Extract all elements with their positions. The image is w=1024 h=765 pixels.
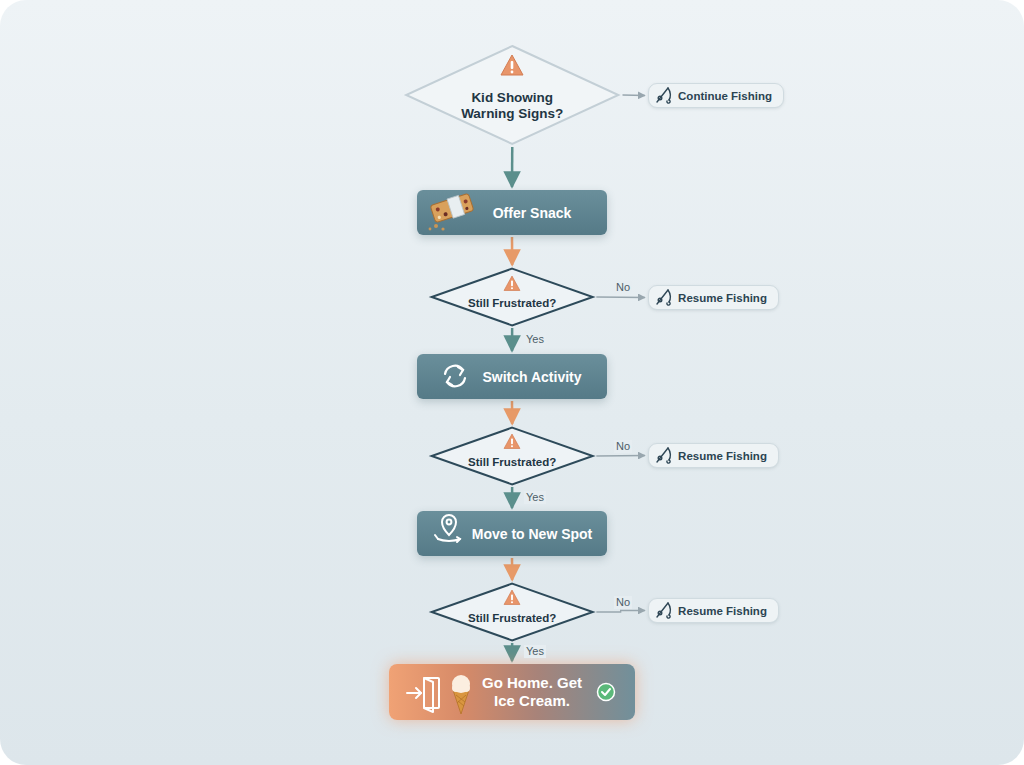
flow-arrow xyxy=(511,237,514,265)
node-text: Switch Activity xyxy=(482,369,581,385)
process-box: Switch Activity xyxy=(417,354,607,399)
exit-door-icon xyxy=(407,678,439,712)
fishing-rod-icon xyxy=(657,290,670,305)
node-text: Still Frustrated? xyxy=(468,297,556,309)
terminal-box: Go Home. Get Ice Cream. xyxy=(389,664,635,720)
edge-label: No xyxy=(614,596,632,609)
node-text: Resume Fishing xyxy=(678,450,767,462)
refresh-icon xyxy=(445,366,465,386)
decision-diamond: Still Frustrated? xyxy=(430,427,594,485)
edge-label: No xyxy=(614,281,632,294)
crumbs xyxy=(429,224,445,231)
fishing-rod-icon xyxy=(657,448,670,463)
flow-arrow xyxy=(511,328,514,351)
node-text: Offer Snack xyxy=(493,205,572,221)
node-text: Still Frustrated? xyxy=(468,456,556,468)
outcome-pill: Resume Fishing xyxy=(648,443,779,468)
snack-icon xyxy=(430,192,474,223)
fishing-rod-icon xyxy=(657,603,670,618)
fishing-rod-icon xyxy=(657,88,670,103)
node-text: Kid Showing Warning Signs? xyxy=(453,90,571,122)
node-text: Still Frustrated? xyxy=(468,612,556,624)
node-text: Continue Fishing xyxy=(678,90,772,102)
flow-arrow xyxy=(511,558,514,580)
edge-label: No xyxy=(614,440,632,453)
branch-arrow xyxy=(596,296,645,298)
edge-label: Yes xyxy=(524,491,546,504)
decision-diamond: Still Frustrated? xyxy=(430,583,594,641)
decision-diamond: Still Frustrated? xyxy=(430,268,594,326)
process-box: Offer Snack xyxy=(417,190,607,235)
branch-arrow xyxy=(623,94,646,96)
node-text: Go Home. Get Ice Cream. xyxy=(473,674,591,710)
flow-arrow xyxy=(511,487,514,508)
branch-arrow xyxy=(596,455,645,457)
warning-icon xyxy=(504,590,520,604)
warning-icon xyxy=(501,55,523,75)
warning-icon xyxy=(504,276,520,290)
check-icon xyxy=(598,684,615,701)
warning-icon xyxy=(504,434,520,448)
decision-diamond: Kid Showing Warning Signs? xyxy=(404,45,621,145)
node-text: Resume Fishing xyxy=(678,605,767,617)
node-text: Resume Fishing xyxy=(678,292,767,304)
edge-label: Yes xyxy=(524,645,546,658)
edge-label: Yes xyxy=(524,333,546,346)
flow-arrow xyxy=(511,401,514,424)
flow-arrow xyxy=(511,147,514,187)
branch-arrow xyxy=(596,611,645,613)
outcome-pill: Resume Fishing xyxy=(648,598,779,623)
node-text: Move to New Spot xyxy=(472,526,593,542)
location-icon xyxy=(435,515,460,542)
flow-arrow xyxy=(511,643,514,661)
ice-cream-icon xyxy=(452,675,470,714)
outcome-pill: Resume Fishing xyxy=(648,285,779,310)
process-box: Move to New Spot xyxy=(417,511,607,556)
outcome-pill: Continue Fishing xyxy=(648,83,784,108)
